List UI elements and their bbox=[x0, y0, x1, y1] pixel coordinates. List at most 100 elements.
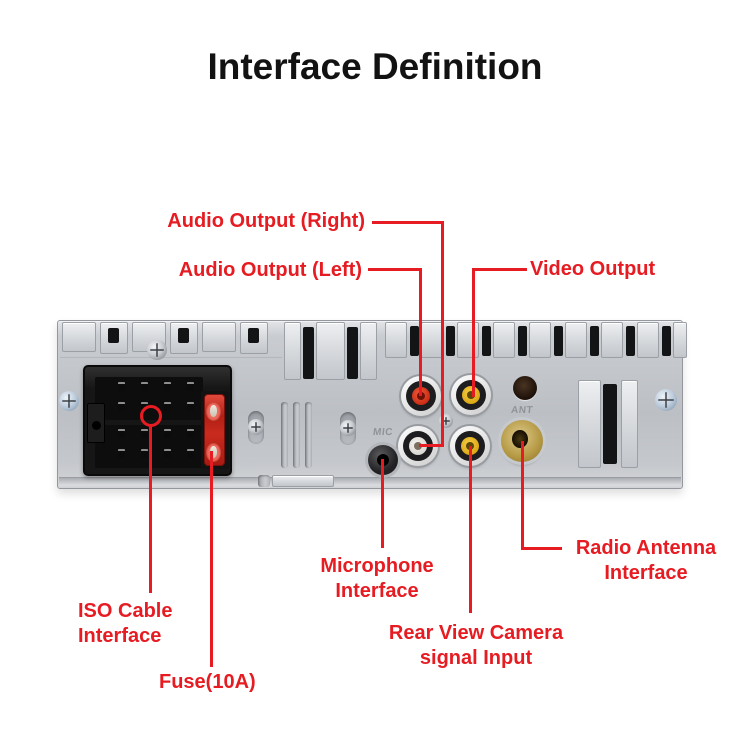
iso-pin bbox=[187, 449, 194, 458]
label-line: signal Input bbox=[419, 647, 533, 669]
label-line: Radio Antenna bbox=[575, 537, 717, 559]
label-line: Interface bbox=[78, 625, 162, 647]
panel-groove bbox=[293, 402, 300, 468]
iso-pin bbox=[187, 402, 194, 411]
vent-slot bbox=[554, 326, 563, 356]
screw-icon bbox=[248, 419, 264, 435]
iso-pin bbox=[118, 382, 125, 391]
vent-tab bbox=[316, 322, 345, 380]
label-audio-output-left: Audio Output (Left) bbox=[178, 259, 362, 281]
screw-blue-icon bbox=[59, 391, 79, 411]
leader-fuse-v bbox=[210, 451, 213, 667]
vent-slot bbox=[662, 326, 671, 356]
vent-tab bbox=[62, 322, 96, 352]
iso-pin bbox=[164, 402, 171, 411]
vent-tab bbox=[493, 322, 515, 358]
panel-groove bbox=[281, 402, 288, 468]
right-bar bbox=[578, 380, 601, 468]
iso-pin bbox=[141, 429, 148, 438]
label-radio-antenna: Radio Antenna Interface bbox=[546, 536, 746, 586]
leader-rear-camera-v bbox=[469, 446, 472, 613]
label-fuse: Fuse(10A) bbox=[159, 671, 256, 693]
fuse-contact-top bbox=[210, 405, 217, 417]
panel-round-hole bbox=[513, 376, 537, 400]
iso-notch-hole bbox=[92, 421, 101, 430]
vent-tab bbox=[240, 322, 268, 354]
screw-icon bbox=[147, 340, 167, 360]
label-line: Rear View Camera bbox=[388, 622, 564, 644]
vent-tab bbox=[360, 322, 377, 380]
leader-antenna-v bbox=[521, 441, 524, 550]
label-line: ISO Cable bbox=[78, 600, 173, 622]
screw-slot bbox=[658, 399, 674, 401]
iso-pin bbox=[164, 429, 171, 438]
screw-slot bbox=[251, 426, 261, 428]
label-rear-view-camera: Rear View Camera signal Input bbox=[366, 621, 586, 671]
leader-microphone-v bbox=[381, 459, 384, 548]
iso-pin bbox=[187, 382, 194, 391]
vent-tab bbox=[565, 322, 587, 358]
vent-slot bbox=[347, 327, 358, 379]
ant-marking: ANT bbox=[510, 405, 534, 416]
iso-pin bbox=[141, 449, 148, 458]
screw-blue-icon bbox=[655, 389, 677, 411]
iso-pin bbox=[164, 382, 171, 391]
vent-tab bbox=[421, 322, 443, 358]
screw-slot bbox=[150, 349, 164, 351]
vent-tab bbox=[601, 322, 623, 358]
leader-audio-right-tip bbox=[419, 444, 444, 447]
bottom-tab bbox=[272, 475, 334, 487]
mic-marking: MIC bbox=[372, 427, 394, 438]
screw-slot bbox=[343, 427, 353, 429]
label-line: Microphone bbox=[320, 555, 434, 577]
iso-pin bbox=[118, 449, 125, 458]
screw-slot bbox=[62, 400, 76, 402]
vent-slot bbox=[410, 326, 419, 356]
leader-iso-v bbox=[149, 425, 152, 593]
right-bar-slot bbox=[603, 384, 617, 464]
vent-slot bbox=[303, 327, 314, 379]
page-title: Interface Definition bbox=[207, 46, 543, 87]
vent-slot bbox=[590, 326, 599, 356]
screw-icon bbox=[340, 420, 356, 436]
label-microphone-interface: Microphone Interface bbox=[292, 554, 462, 604]
label-line: Interface bbox=[335, 580, 419, 602]
vent-slot bbox=[482, 326, 491, 356]
rca-jack-video-output-yellow bbox=[451, 375, 491, 415]
panel-groove bbox=[305, 402, 312, 468]
panel-ridge bbox=[60, 357, 282, 358]
leader-antenna-h bbox=[521, 547, 562, 550]
rca-hole bbox=[417, 392, 425, 400]
panel-bottom-lip bbox=[59, 477, 681, 488]
label-audio-output-right: Audio Output (Right) bbox=[167, 210, 365, 232]
iso-pin bbox=[187, 429, 194, 438]
leader-audio-right-h bbox=[372, 221, 444, 224]
bottom-notch bbox=[258, 475, 270, 487]
vent-tab bbox=[284, 322, 301, 380]
vent-tab bbox=[673, 322, 687, 358]
vent-slot bbox=[518, 326, 527, 356]
leader-video-v bbox=[472, 268, 475, 397]
vent-slot bbox=[178, 328, 189, 343]
iso-pin-highlight-circle bbox=[140, 405, 162, 427]
iso-pin bbox=[118, 402, 125, 411]
label-video-output: Video Output bbox=[530, 258, 656, 280]
leader-audio-left-h bbox=[368, 268, 422, 271]
vent-slot bbox=[248, 328, 259, 343]
vent-tab bbox=[529, 322, 551, 358]
rca-hole bbox=[414, 442, 422, 450]
vent-slot bbox=[446, 326, 455, 356]
iso-pin bbox=[141, 382, 148, 391]
vent-tab bbox=[100, 322, 128, 354]
vent-tab bbox=[637, 322, 659, 358]
vent-tab bbox=[385, 322, 407, 358]
label-iso-cable: ISO Cable Interface bbox=[78, 599, 172, 649]
leader-audio-left-v bbox=[419, 268, 422, 396]
vent-tab bbox=[202, 322, 236, 352]
vent-slot bbox=[626, 326, 635, 356]
rca-hole bbox=[467, 391, 475, 399]
iso-pin bbox=[118, 429, 125, 438]
leader-audio-right-v bbox=[441, 221, 444, 447]
ant-hole bbox=[512, 430, 528, 448]
